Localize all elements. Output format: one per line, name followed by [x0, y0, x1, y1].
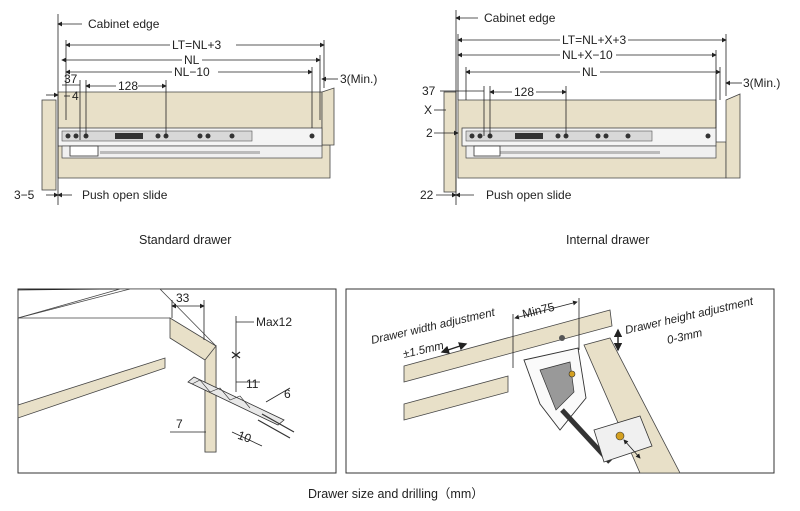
- drilling-max12-label: Max12: [256, 315, 292, 329]
- standard-cabinet-edge-label: Cabinet edge: [88, 17, 160, 31]
- internal-128-label: 128: [514, 85, 534, 99]
- drilling-6-label: 6: [284, 387, 291, 401]
- standard-drawer-diagram: Cabinet edge LT=NL+3 NL NL−10 37 4 128: [14, 14, 377, 247]
- footer-caption: Drawer size and drilling（mm）: [308, 487, 484, 501]
- internal-x-label: X: [424, 103, 432, 117]
- internal-cabinet-side-panel: [443, 91, 457, 193]
- standard-caption: Standard drawer: [139, 233, 231, 247]
- drilling-11-label: 11: [246, 377, 259, 391]
- standard-128-label: 128: [118, 79, 138, 93]
- standard-37-label: 37: [64, 72, 78, 86]
- internal-cabinet-edge-label: Cabinet edge: [484, 11, 556, 25]
- cabinet-side-panel: [41, 99, 57, 191]
- internal-caption: Internal drawer: [566, 233, 649, 247]
- standard-nl-label: NL: [184, 53, 200, 67]
- internal-min3-label: 3(Min.): [743, 76, 780, 90]
- internal-22-label: 22: [420, 188, 434, 202]
- internal-push-label: Push open slide: [486, 188, 572, 202]
- drilling-10-label: 10: [236, 428, 254, 446]
- drilling-7-label: 7: [176, 417, 183, 431]
- internal-2-label: 2: [426, 126, 433, 140]
- internal-drawer-diagram: Cabinet edge LT=NL+X+3 NL+X−10 NL 37 X 1…: [420, 10, 780, 247]
- internal-37-label: 37: [422, 84, 436, 98]
- internal-lt-label: LT=NL+X+3: [562, 33, 626, 47]
- standard-lt-label: LT=NL+3: [172, 38, 221, 52]
- internal-nl-label: NL: [582, 65, 598, 79]
- standard-3-5-label: 3−5: [14, 188, 35, 202]
- drawer-back: [321, 87, 335, 146]
- drilling-panel: 33 Max12 11 6 7 10: [17, 288, 337, 474]
- standard-push-label: Push open slide: [82, 188, 168, 202]
- adjustment-panel: Min75 Drawer width adjustment ±1.5mm Dra…: [345, 288, 775, 474]
- standard-nl10-label: NL−10: [174, 65, 210, 79]
- drilling-33-label: 33: [176, 291, 190, 305]
- standard-4-label: 4: [72, 89, 79, 103]
- internal-nlx10-label: NL+X−10: [562, 48, 613, 62]
- standard-min3-label: 3(Min.): [340, 72, 377, 86]
